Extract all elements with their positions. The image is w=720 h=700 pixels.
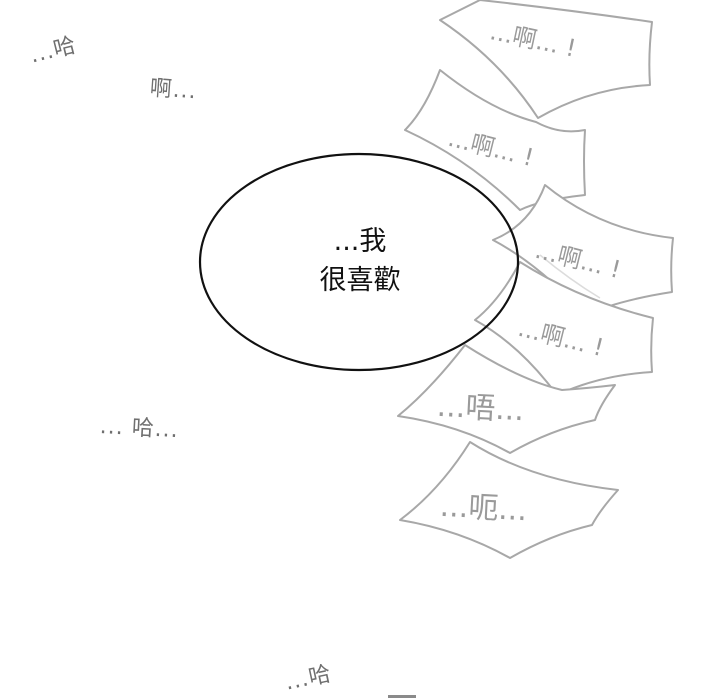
speech-bubble-outline bbox=[198, 152, 520, 372]
burst-bubble-text-5: ...唔... bbox=[435, 388, 525, 429]
burst-bubble-outline-1 bbox=[439, 0, 653, 119]
sfx-ha-middle-left: ... 哈... bbox=[99, 414, 180, 444]
cutoff-text-fragment bbox=[388, 695, 416, 698]
burst-bubble-outline-5 bbox=[397, 344, 616, 454]
speech-bubble: ...我 很喜歡 bbox=[200, 222, 520, 300]
burst-bubble-text-6: ...呃... bbox=[438, 488, 528, 529]
burst-bubble-outline-2 bbox=[404, 69, 586, 211]
burst-bubble-outline-6 bbox=[399, 441, 619, 559]
speech-line-1: ...我 bbox=[333, 226, 387, 257]
sfx-a-top-left: 啊... bbox=[148, 76, 198, 105]
speech-line-2: 很喜歡 bbox=[319, 265, 401, 296]
burst-bubble-outline-4 bbox=[474, 261, 654, 396]
